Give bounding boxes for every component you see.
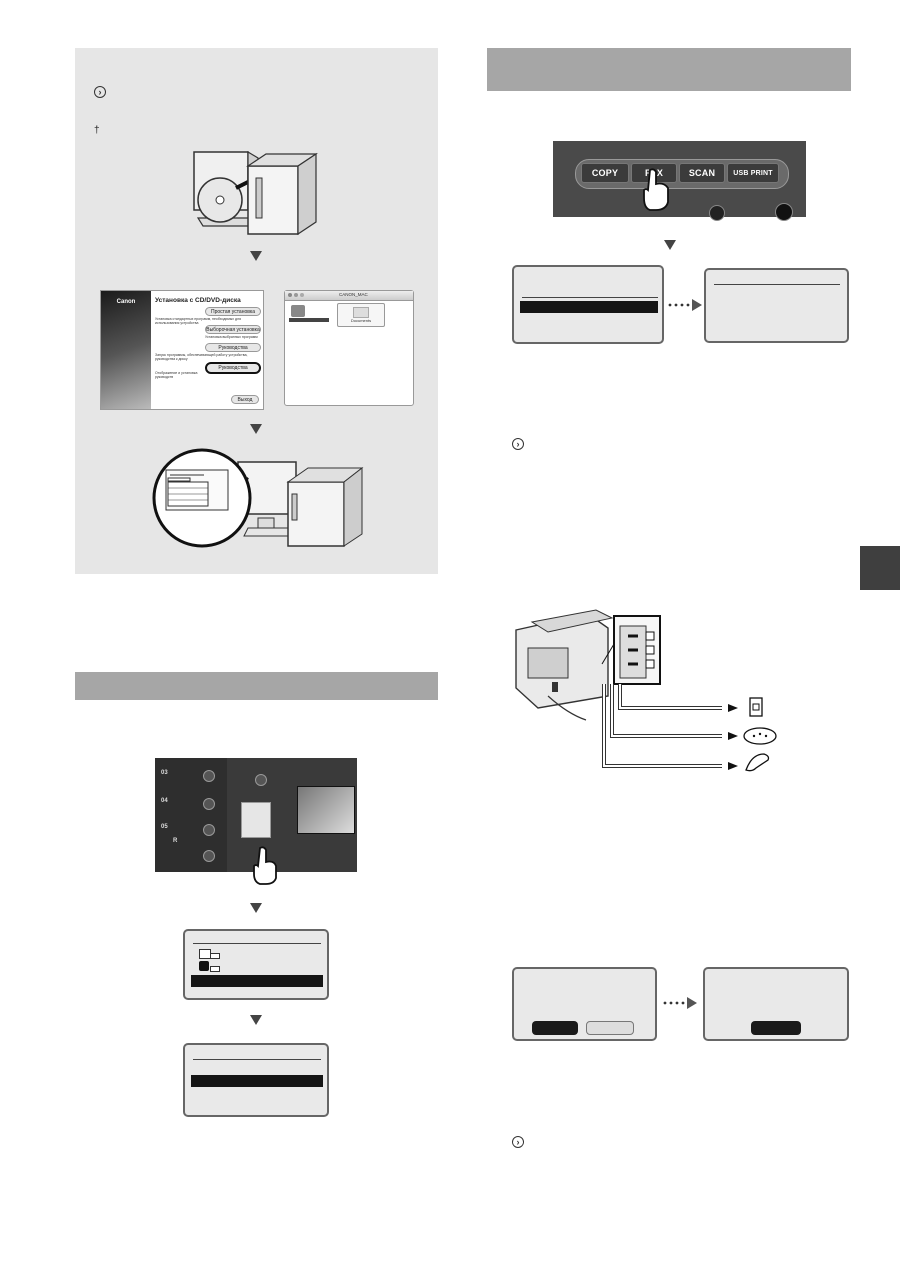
- key-label-03: 03: [161, 770, 168, 776]
- dotted-arrow-icon: [668, 299, 702, 311]
- folder-item[interactable]: Documents: [337, 303, 385, 327]
- manuals-button[interactable]: Руководства: [205, 343, 261, 352]
- tray-icon: [210, 953, 220, 959]
- toner-icon: [199, 961, 209, 971]
- usb-print-button[interactable]: USB PRINT: [727, 163, 779, 183]
- triangle-down-icon: [250, 424, 262, 434]
- installer-window: Canon Установка с CD/DVD-диска Простая у…: [100, 290, 264, 410]
- exit-button[interactable]: Выход: [231, 395, 259, 404]
- dotted-arrow-icon: [663, 997, 697, 1009]
- triangle-down-icon: [250, 251, 262, 261]
- manuals-highlighted-button[interactable]: Руководства: [205, 362, 261, 374]
- computer-zoom-illustration: [152, 448, 364, 548]
- manuals-desc: Запуск программы, обеспечивающей работу …: [155, 353, 248, 361]
- custom-install-desc: Установка выбранных программ: [205, 335, 258, 339]
- lcd-no-button[interactable]: [586, 1021, 634, 1035]
- keypad-button[interactable]: [203, 798, 215, 810]
- triangle-down-icon: [250, 903, 262, 913]
- device-settings-icon[interactable]: [241, 802, 271, 838]
- triangle-down-icon: [250, 1015, 262, 1025]
- keypad-button[interactable]: [255, 774, 267, 786]
- arrow-circle-icon: ›: [94, 86, 106, 98]
- lcd-fax-screen: [512, 265, 664, 344]
- lcd-menu-screen: [183, 929, 329, 1000]
- triangle-down-icon: [664, 240, 676, 250]
- package-label: [289, 318, 329, 322]
- lcd-selected-row[interactable]: [191, 1075, 323, 1087]
- installer-package-icon[interactable]: [291, 305, 305, 317]
- easy-install-desc: Установка стандартных программ, необходи…: [155, 317, 241, 325]
- lcd-confirm-screen: [512, 967, 657, 1041]
- one-touch-keys: [155, 758, 227, 872]
- installer-title: Установка с CD/DVD-диска: [155, 297, 241, 304]
- arrow-circle-icon: ›: [512, 1136, 524, 1148]
- control-panel-photo: 03 04 05 R: [155, 758, 357, 872]
- key-label-r: R: [173, 838, 178, 844]
- chapter-tab: [860, 546, 900, 590]
- fax-connection-illustration: [515, 609, 777, 772]
- keypad-button[interactable]: [203, 770, 215, 782]
- section-header-bar: [487, 48, 851, 91]
- lcd-ok-button[interactable]: [751, 1021, 801, 1035]
- scan-button[interactable]: SCAN: [679, 163, 725, 183]
- folder-icon: [353, 307, 369, 318]
- arrow-circle-icon: ›: [512, 438, 524, 450]
- lcd-result-screen: [704, 268, 849, 343]
- lcd-submenu-screen: [183, 1043, 329, 1117]
- installer-sidebar: Canon: [101, 291, 151, 409]
- zoom-dot-icon[interactable]: [300, 293, 304, 297]
- dagger-icon: †: [94, 125, 100, 136]
- custom-install-button[interactable]: Выборочная установка: [205, 325, 261, 334]
- keypad-button[interactable]: [203, 824, 215, 836]
- lcd-yes-button[interactable]: [532, 1021, 578, 1035]
- canon-logo: Canon: [116, 299, 136, 305]
- key-label-04: 04: [161, 798, 168, 804]
- tray-icon: [210, 966, 220, 972]
- section-header-bar: [75, 672, 438, 700]
- key-label-05: 05: [161, 824, 168, 830]
- stop-button[interactable]: [709, 205, 725, 221]
- lcd-selected-row[interactable]: [520, 301, 658, 313]
- mac-titlebar: CANON_MAC: [285, 291, 413, 301]
- lcd-ok-screen: [703, 967, 849, 1041]
- minimize-dot-icon[interactable]: [294, 293, 298, 297]
- folder-label: Documents: [350, 318, 372, 323]
- lcd-screen: [297, 786, 355, 834]
- close-dot-icon[interactable]: [288, 293, 292, 297]
- mac-finder-window: CANON_MAC Documents: [284, 290, 414, 406]
- start-button[interactable]: [775, 203, 793, 221]
- manuals-highlight-desc: Отображение и установка руководств: [155, 371, 198, 379]
- copy-button[interactable]: COPY: [581, 163, 629, 183]
- mac-window-title: CANON_MAC: [339, 292, 368, 297]
- keypad-button[interactable]: [203, 850, 215, 862]
- hand-pointer-icon: [253, 846, 277, 885]
- hand-pointer-icon: [643, 168, 669, 211]
- easy-install-button[interactable]: Простая установка: [205, 307, 261, 316]
- lcd-selected-row[interactable]: [191, 975, 323, 987]
- mode-panel-photo: COPY FAX SCAN USB PRINT: [553, 141, 806, 221]
- computer-cd-illustration: [193, 150, 318, 236]
